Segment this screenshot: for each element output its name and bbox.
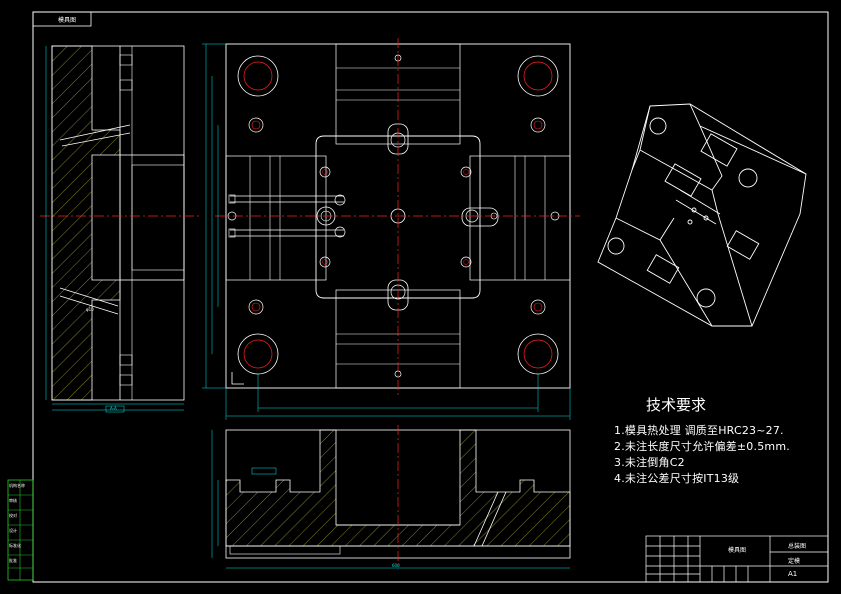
requirement-4: 4.未注公差尺寸按IT13级	[614, 472, 740, 485]
strip-label-5: 标准化	[9, 543, 21, 548]
requirement-2: 2.未注长度尺寸允许偏差±0.5mm.	[614, 440, 790, 453]
strip-label-4: 设计	[9, 528, 17, 533]
main-plan-view	[202, 38, 580, 420]
strip-label-3: 校对	[9, 513, 17, 518]
left-section-view	[40, 45, 200, 413]
leader-label: φ10	[86, 307, 94, 312]
left-revision-strip	[7, 479, 34, 581]
sheet-size: A1	[788, 570, 798, 578]
top-left-label-box	[32, 11, 92, 27]
title-block	[645, 535, 829, 583]
title-block-name: 模具图	[728, 547, 747, 554]
isometric-view	[597, 103, 807, 327]
top-left-box-label: 模具图	[58, 17, 77, 24]
technical-requirements-title: 技术要求	[646, 396, 707, 414]
title-block-label: 定模	[788, 558, 801, 565]
section-label-left: A-A	[110, 406, 117, 411]
drawing-border	[32, 11, 829, 583]
requirement-3: 3.未注倒角C2	[614, 456, 685, 469]
title-block-drawing-no: 总装图	[788, 543, 807, 550]
strip-label-6: 批准	[9, 558, 17, 563]
strip-label-2: 审核	[9, 498, 17, 503]
dim-label-bottom: 600	[392, 563, 400, 568]
strip-label-1: 机构名称	[9, 483, 25, 488]
requirement-1: 1.模具热处理 调质至HRC23~27.	[614, 424, 784, 437]
bottom-section-view	[211, 425, 571, 570]
